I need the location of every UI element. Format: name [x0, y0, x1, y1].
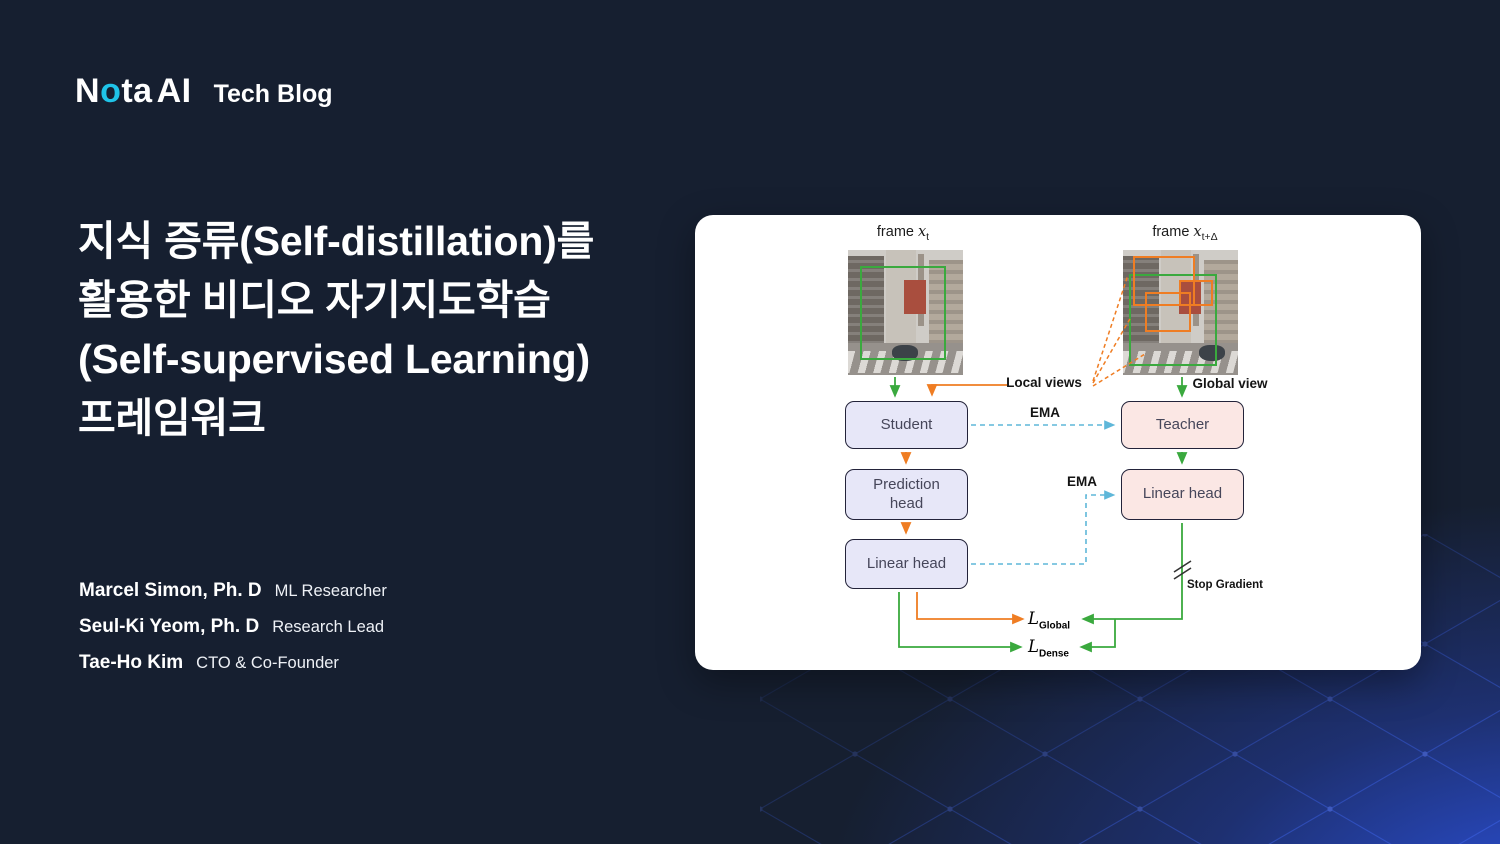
- global-view-bbox: [860, 266, 946, 360]
- loss-dense-label: LDense: [1028, 637, 1069, 659]
- student-box: Student: [845, 401, 968, 449]
- loss-global-label: LGlobal: [1028, 609, 1070, 631]
- ema-top-label: EMA: [1030, 405, 1060, 420]
- author-row: Tae-Ho Kim CTO & Co-Founder: [79, 652, 387, 674]
- title-line-1: 지식 증류(Self-distillation)를: [78, 218, 595, 264]
- author-role: ML Researcher: [274, 582, 387, 600]
- author-role: Research Lead: [272, 618, 385, 636]
- title-line-4: 프레임워크: [78, 395, 266, 441]
- flow-arrows: [889, 274, 1192, 653]
- frame-td-sub: t+Δ: [1201, 230, 1218, 243]
- prediction-head-box: Prediction head: [845, 469, 968, 520]
- author-name: Tae-Ho Kim: [79, 652, 184, 673]
- frame-t-prefix: frame: [876, 224, 918, 240]
- prediction-head-label: Prediction head: [873, 475, 940, 512]
- ema-mid-label: EMA: [1067, 474, 1097, 489]
- logo-ta: ta: [121, 72, 153, 110]
- scooter: [892, 345, 918, 361]
- crosswalk: [848, 351, 963, 373]
- linear-head-teacher-label: Linear head: [1142, 485, 1223, 503]
- loss-dense-sub: Dense: [1038, 648, 1069, 660]
- video-frame-t-image: [848, 250, 963, 375]
- student-label: Student: [880, 415, 933, 433]
- diagram-card: frame xt frame xt+Δ: [695, 215, 1421, 670]
- title-line-3: (Self-supervised Learning): [78, 336, 590, 382]
- title-line-2: 활용한 비디오 자기지도학습: [78, 277, 551, 323]
- author-role: CTO & Co-Founder: [196, 654, 339, 672]
- linear-head-student-label: Linear head: [866, 554, 947, 572]
- teacher-label: Teacher: [1155, 415, 1210, 433]
- loss-dense-letter: L: [1028, 637, 1039, 656]
- arrow-ema-linear-heads: [971, 490, 1116, 565]
- arrow-local-views-to-student: [926, 384, 1007, 397]
- loss-global-sub: Global: [1038, 620, 1071, 632]
- red-structure: [904, 280, 926, 314]
- author-row: Seul-Ki Yeom, Ph. D Research Lead: [79, 616, 387, 638]
- arrow-teacher-to-loss-global: [1081, 523, 1183, 625]
- frame-td-var: x: [1193, 224, 1202, 240]
- global-view-label: Global view: [1192, 376, 1268, 391]
- arrow-teacher-to-loss-dense: [1079, 619, 1116, 653]
- author-list: Marcel Simon, Ph. D ML Researcher Seul-K…: [79, 580, 387, 688]
- logo-n: N: [75, 72, 101, 110]
- arrow-student-to-loss-dense: [898, 592, 1023, 653]
- frame-t-var: x: [917, 224, 927, 240]
- loss-global-letter: L: [1028, 609, 1039, 628]
- logo-o-accent: o: [100, 72, 122, 110]
- building-left: [848, 256, 884, 344]
- stop-gradient-label: Stop Gradient: [1186, 579, 1264, 591]
- frame-td-prefix: frame: [1152, 224, 1194, 240]
- stop-gradient-marks: [1173, 560, 1192, 580]
- author-name: Marcel Simon, Ph. D: [79, 580, 262, 601]
- linear-head-teacher-box: Linear head: [1121, 469, 1244, 520]
- frame-t-label: frame xt: [877, 224, 929, 243]
- building-right: [929, 260, 963, 344]
- teacher-box: Teacher: [1121, 401, 1244, 449]
- video-frame-t-delta-image: [1123, 250, 1238, 375]
- frame-t-delta-label: frame xt+Δ: [1152, 224, 1217, 243]
- scooter: [1199, 345, 1225, 361]
- arrow-student-to-loss-global: [916, 592, 1025, 625]
- author-name: Seul-Ki Yeom, Ph. D: [79, 616, 260, 637]
- tech-blog-label: Tech Blog: [213, 80, 333, 108]
- frame-t-sub: t: [926, 230, 930, 243]
- local-views-label: Local views: [1006, 375, 1082, 390]
- local-view-bbox: [1145, 292, 1191, 332]
- author-row: Marcel Simon, Ph. D ML Researcher: [79, 580, 387, 602]
- logo-ai: AI: [156, 72, 192, 110]
- page-title: 지식 증류(Self-distillation)를 활용한 비디오 자기지도학습…: [78, 212, 594, 448]
- linear-head-student-box: Linear head: [845, 539, 968, 589]
